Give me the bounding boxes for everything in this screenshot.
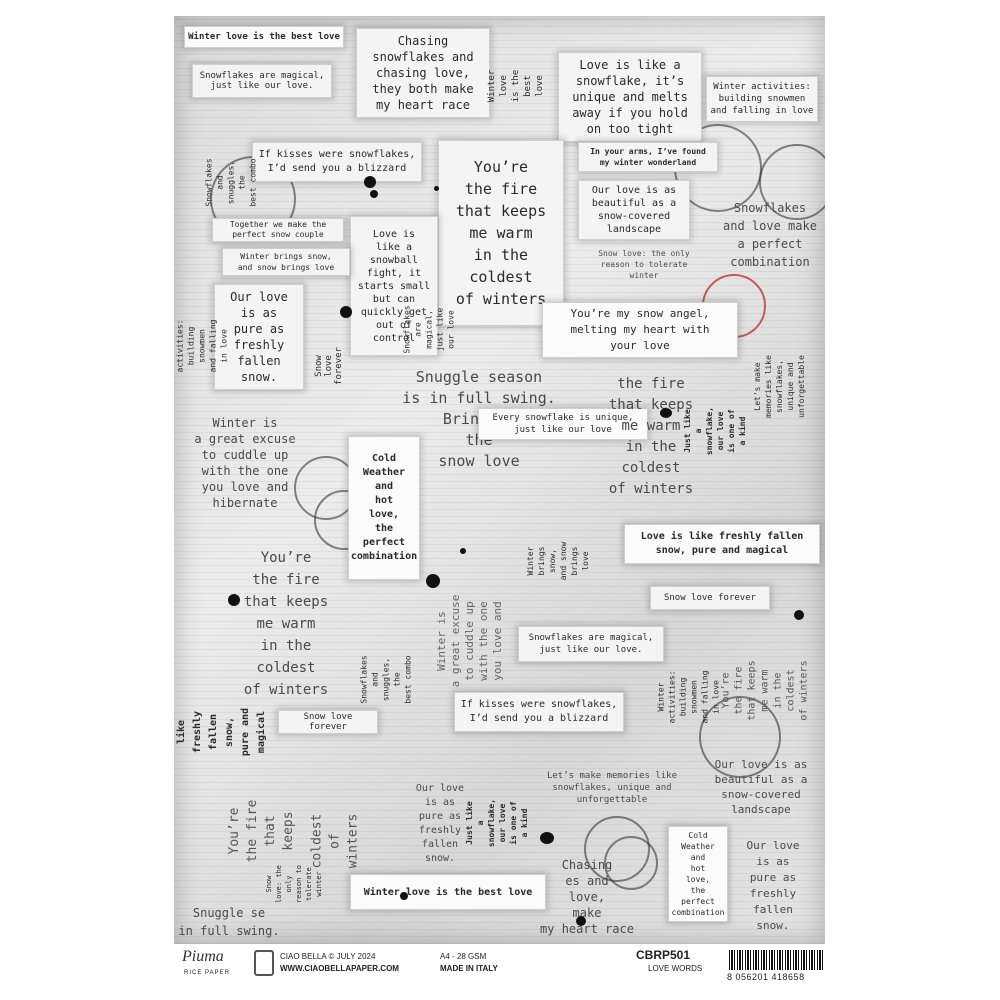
ink-splatter (460, 548, 466, 554)
vertical-slip-text: Winter love is the best love (487, 69, 545, 103)
website-text: WWW.CIAOBELLAPAPER.COM (280, 964, 399, 973)
text-slip: Love is like a snowflake, it’s unique an… (558, 52, 702, 142)
product-footer: Piuma RICE PAPER CIAO BELLA © JULY 2024 … (174, 946, 825, 986)
text-slip: Our love is as pure as freshly fallen sn… (415, 783, 465, 864)
text-slip: Our love is as beautiful as a snow-cover… (578, 180, 690, 240)
vertical-slip: Snowflakes are magical, just like our lo… (403, 264, 456, 394)
text-slip: Love is like a snowball fight, it starts… (350, 216, 438, 356)
ciao-bella-logo-icon (254, 950, 274, 976)
vertical-slip-text: Just like a snowflake, our love is one o… (465, 798, 529, 848)
vertical-slip-text: Winter activities: building snowmen and … (175, 319, 229, 373)
text-slip: Chasing es and love, make my heart race (540, 858, 634, 936)
text-slip: Snowflakes are magical, just like our lo… (518, 626, 664, 662)
text-slip: Chasing snowflakes and chasing love, the… (356, 28, 490, 118)
ink-splatter (370, 190, 378, 198)
text-slip: You’re my snow angel, melting my heart w… (542, 302, 738, 358)
brand-subtitle: RICE PAPER (184, 970, 230, 976)
vertical-slip-text: Winter brings snow, and snow brings love (526, 541, 590, 581)
vertical-slip-text: You’re the fire that keeps me warm in th… (720, 659, 810, 721)
vertical-slip: Snowflakes and snuggles, the best combo (204, 134, 258, 230)
text-slip: Our love is as pure as freshly fallen sn… (746, 839, 800, 932)
vertical-slip-text: Snowflakes and snuggles, the best combo (204, 157, 258, 207)
brand-logo: Piuma (182, 948, 224, 965)
vertical-slip: Winter activities: building snowmen and … (174, 286, 228, 406)
text-slip: Snuggle se in full swing. (178, 906, 280, 938)
text-slip: Together we make the perfect snow couple (212, 218, 344, 242)
vertical-slip-text: Love is like freshly fallen snow, pure a… (176, 707, 267, 757)
text-slip: Winter activities: building snowmen and … (706, 76, 818, 122)
vertical-slip: Let’s make memories like snowflakes, uni… (752, 306, 806, 466)
vertical-slip: Just like a snowflake, our love is one o… (683, 376, 747, 486)
ink-splatter (426, 574, 440, 588)
text-slip: You’re the fire that keeps me warm in th… (438, 140, 564, 326)
vertical-slip-text: Snowflakes are magical, just like our lo… (402, 304, 456, 354)
text-slip: Snowflakes are magical, just like our lo… (192, 64, 332, 98)
text-slip: Winter love is the best love (184, 26, 344, 48)
text-slip: If kisses were snowflakes, I’d send you … (252, 142, 422, 182)
text-slip: Our love is as beautiful as a snow-cover… (714, 758, 808, 816)
rice-paper-sheet: Winter love is the best love Snowflakes … (174, 16, 825, 944)
text-slip: Winter is a great excuse to cuddle up wi… (194, 416, 296, 510)
text-slip: Snowflakes and love make a perfect combi… (723, 201, 817, 269)
text-slip: Winter brings snow, and snow brings love (222, 248, 350, 276)
barcode-number: 8 056201 418658 (727, 972, 805, 982)
vertical-slip: Winter is a great excuse to cuddle up wi… (422, 576, 518, 706)
text-slip: Snow love: the only reason to tolerate w… (598, 248, 690, 280)
text-slip: Snow love forever (278, 710, 378, 734)
text-slip: the fire that keeps me warm in the colde… (608, 376, 694, 497)
vertical-slip: Snow love forever (314, 306, 344, 426)
vertical-slip: Winter activities: building snowmen and … (656, 632, 720, 762)
ink-splatter (364, 176, 376, 188)
text-slip: Cold Weather and hot love, the perfect c… (668, 826, 728, 922)
vertical-slip-text: Winter is a great excuse to cuddle up wi… (435, 594, 504, 688)
coffee-ring-stain (604, 836, 658, 890)
ink-splatter (400, 892, 408, 900)
vertical-slip-text: Snowflakes and snuggles, the best combo (359, 654, 413, 704)
text-slip: Cold Weather and hot love, the perfect c… (348, 436, 420, 580)
ink-splatter (228, 594, 240, 606)
vertical-slip: Winter brings snow, and snow brings love (526, 496, 590, 626)
text-slip: In your arms, I’ve found my winter wonde… (578, 142, 718, 172)
vertical-slip-text: coldest of winters (309, 813, 361, 869)
text-slip: Winter love is the best love (350, 874, 546, 910)
text-slip: If kisses were snowflakes, I’d send you … (454, 692, 624, 732)
vertical-slip-text: Snow love forever (314, 347, 344, 385)
vertical-slip: Snowflakes and snuggles, the best combo (360, 624, 413, 734)
vertical-slip: Winter love is the best love (487, 26, 545, 146)
coffee-ring-stain (699, 696, 781, 778)
paper-format: A4 - 28 GSM (440, 952, 487, 961)
ink-splatter (540, 832, 554, 844)
text-slip: Our love is as pure as freshly fallen sn… (214, 284, 304, 390)
made-in-text: MADE IN ITALY (440, 964, 498, 973)
ink-splatter (340, 306, 352, 318)
ink-splatter (576, 916, 586, 926)
text-slip: Snow love forever (650, 586, 770, 610)
vertical-slip: coldest of winters (309, 786, 361, 896)
product-code: CBRP501 (636, 948, 691, 962)
copyright-text: CIAO BELLA © JULY 2024 (280, 952, 376, 961)
text-slip: You’re the fire that keeps me warm in th… (243, 550, 329, 698)
collection-name: LOVE WORDS (648, 964, 703, 973)
ink-splatter (660, 408, 672, 418)
text-slip: Love is like freshly fallen snow, pure a… (624, 524, 820, 564)
vertical-slip-text: Just like a snowflake, our love is one o… (683, 406, 747, 456)
vertical-slip: Just like a snowflake, our love is one o… (465, 768, 529, 878)
text-slip: Every snowflake is unique, just like our… (478, 408, 648, 440)
vertical-slip-text: Let’s make memories like snowflakes, uni… (752, 354, 806, 418)
vertical-slip: You’re the fire that keeps me warm in th… (710, 640, 820, 740)
text-slip: Let’s make memories like snowflakes, uni… (546, 771, 678, 805)
barcode-icon (729, 950, 825, 970)
coffee-ring-stain (759, 144, 825, 220)
ink-splatter (434, 186, 439, 191)
ink-splatter (794, 610, 804, 620)
